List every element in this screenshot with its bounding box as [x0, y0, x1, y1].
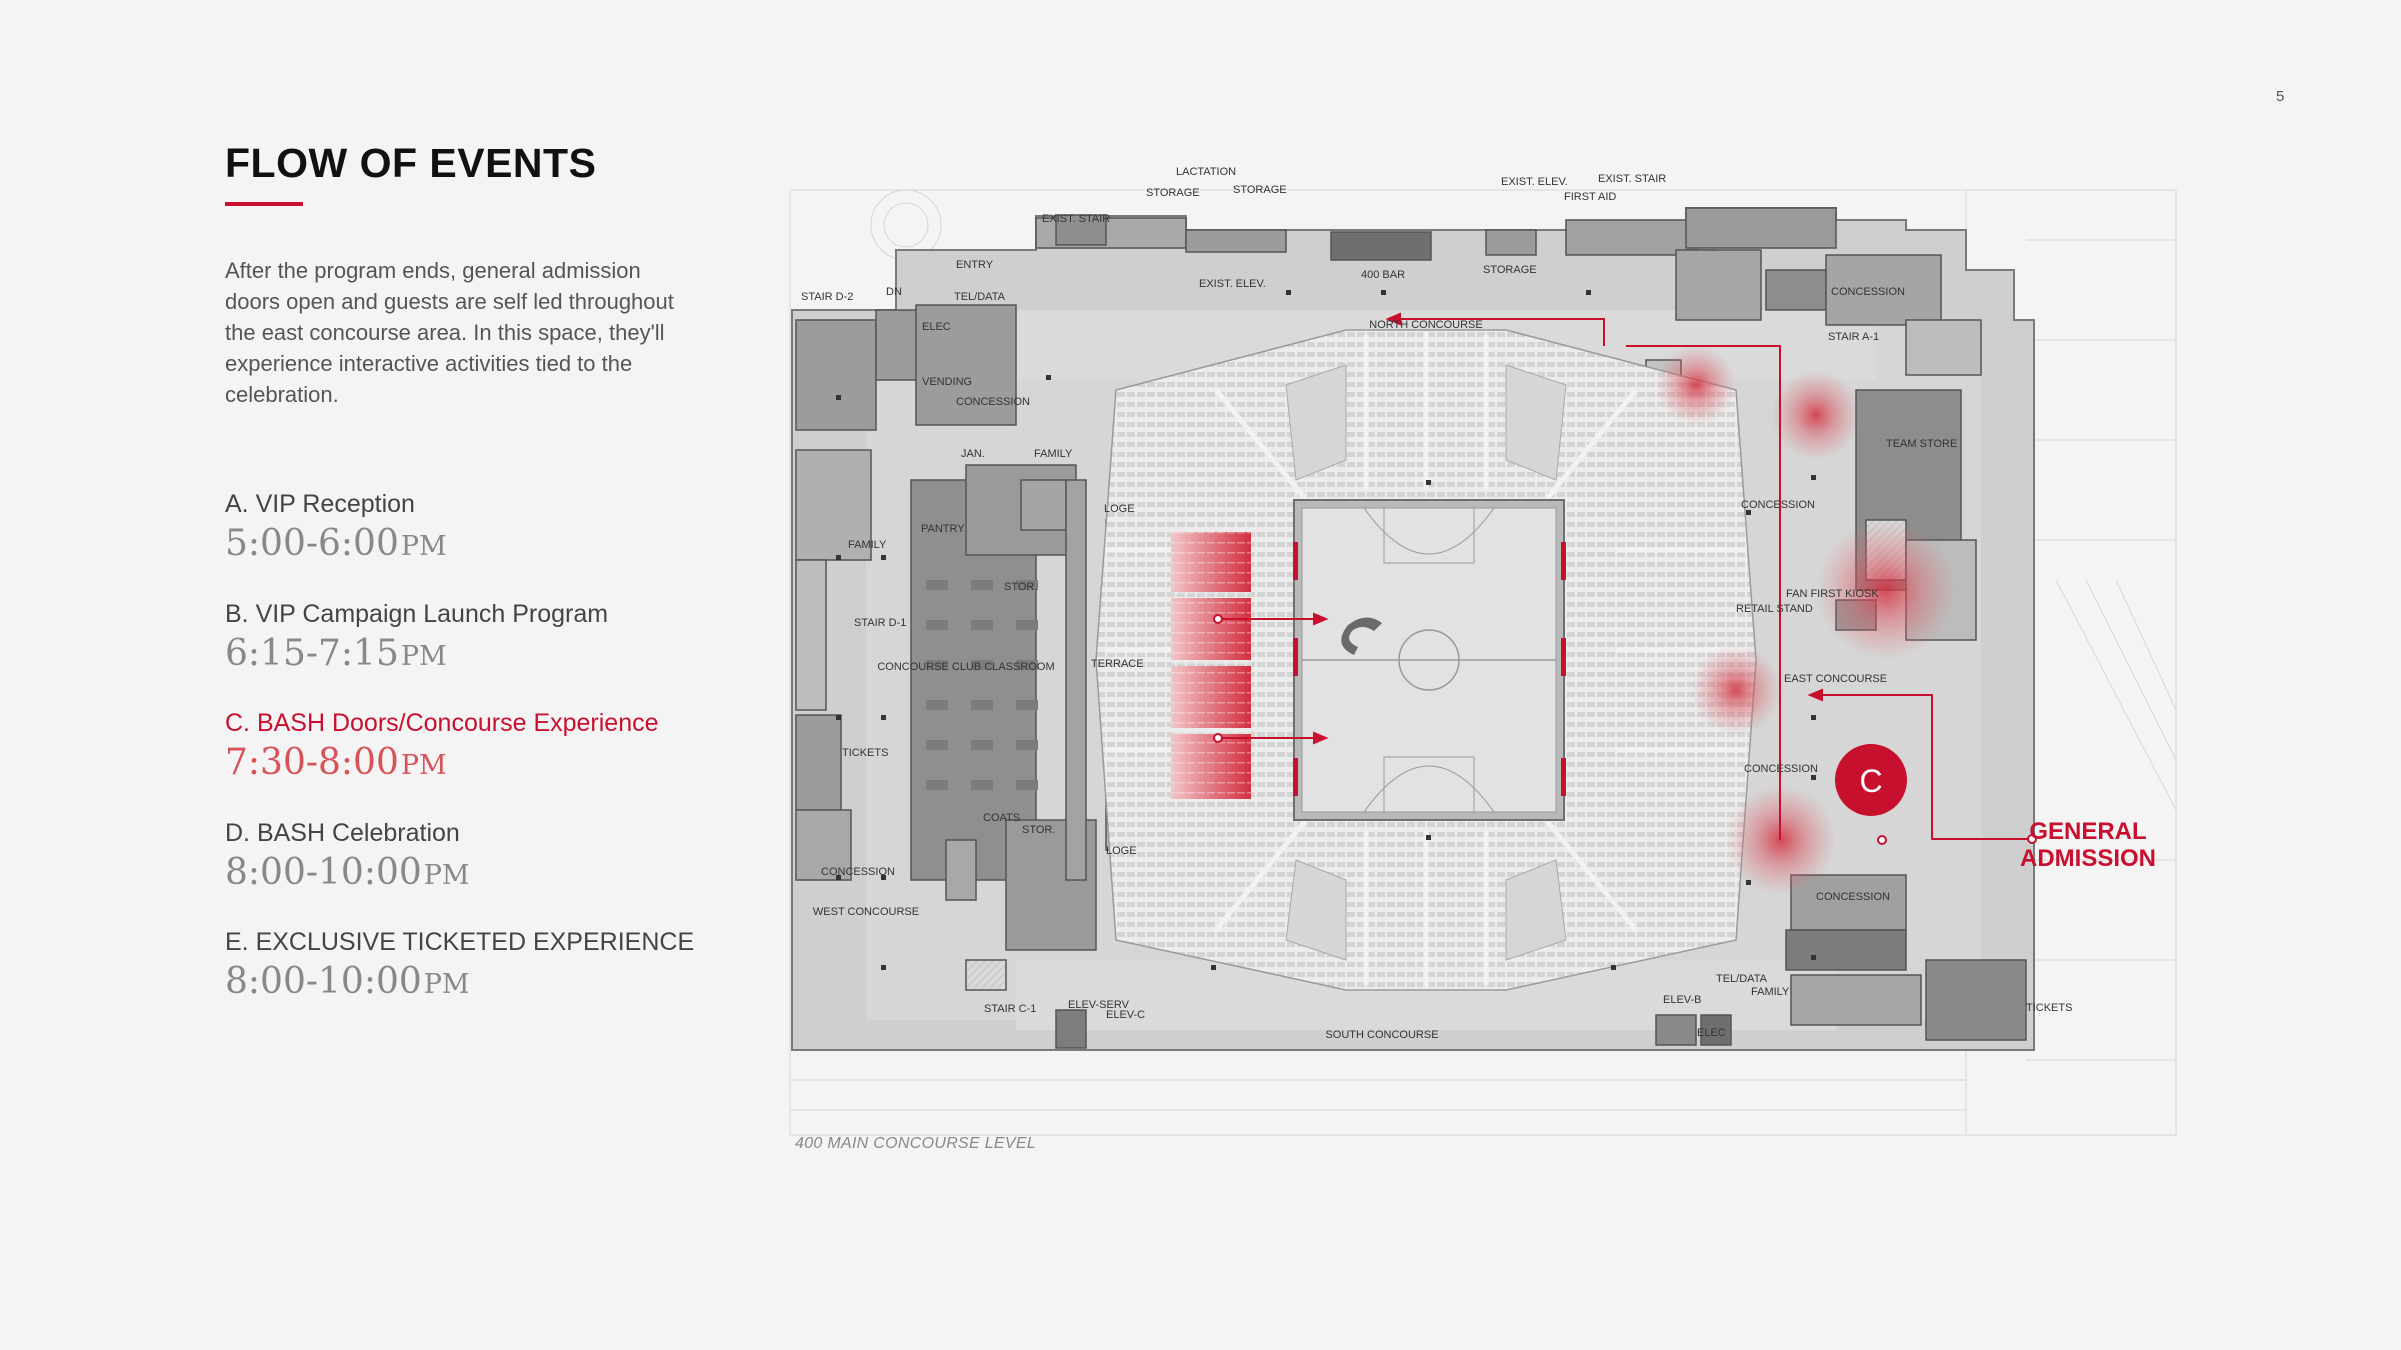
label-concession: CONCESSION: [1831, 286, 1905, 298]
event-time-range: 8:00-10:00: [225, 961, 422, 1002]
label-tickets: TICKETS: [842, 747, 888, 759]
floor-plan-map: C LACTATION STORAGE STORAGE EXIST. STAIR…: [786, 160, 2186, 1140]
label-concession: CONCESSION: [956, 396, 1030, 408]
label-first-aid: FIRST AID: [1564, 191, 1616, 203]
event-item-d: D. BASH Celebration 8:00-10:00PM: [225, 817, 725, 927]
label-north-concourse: NORTH CONCOURSE: [1369, 319, 1482, 331]
label-concession: CONCESSION: [1741, 499, 1815, 511]
label-elec: ELEC: [1697, 1027, 1726, 1039]
floor-plan-svg: C LACTATION STORAGE STORAGE EXIST. STAIR…: [789, 166, 2177, 1136]
marker-c-circle: [1835, 744, 1907, 816]
event-time-ampm: PM: [400, 750, 447, 781]
event-time: 7:30-8:00PM: [225, 739, 725, 790]
event-name: A. VIP Reception: [225, 490, 415, 518]
label-loge: LOGE: [1104, 503, 1135, 515]
event-time: 8:00-10:00PM: [225, 849, 725, 900]
label-stair-c1: STAIR C-1: [984, 1003, 1036, 1015]
label-stair-d2: STAIR D-2: [801, 291, 853, 303]
general-admission-line1: GENERAL: [2029, 818, 2147, 845]
event-name: D. BASH Celebration: [225, 818, 460, 847]
label-family: FAMILY: [1751, 986, 1790, 998]
title-underline: [225, 202, 303, 206]
event-time-range: 5:00-6:00: [225, 523, 399, 564]
event-time-range: 7:30-8:00: [225, 742, 399, 783]
event-item-a: A. VIP Reception 5:00-6:00PM: [225, 488, 725, 598]
label-entry: ENTRY: [956, 259, 994, 271]
label-concourse-club: CONCOURSE CLUB CLASSROOM: [877, 661, 1054, 673]
label-concession: CONCESSION: [1744, 763, 1818, 775]
basketball-court: [1293, 499, 1566, 821]
team-logo-mark: [1341, 617, 1382, 655]
label-retail-stand: RETAIL STAND: [1736, 603, 1813, 615]
label-exist-elev: EXIST. ELEV.: [1501, 176, 1568, 188]
general-admission-line2: ADMISSION: [2020, 845, 2157, 872]
label-storage: STORAGE: [1146, 187, 1200, 199]
intro-paragraph: After the program ends, general admissio…: [225, 258, 674, 407]
event-item-e: E. EXCLUSIVE TICKETED EXPERIENCE 8:00-10…: [225, 926, 725, 1036]
label-exist-stair: EXIST. STAIR: [1042, 213, 1110, 225]
label-family: FAMILY: [848, 539, 887, 551]
event-time-ampm: PM: [400, 640, 447, 672]
event-time: 5:00-6:00PM: [225, 520, 725, 571]
label-stor: STOR.: [1004, 581, 1037, 593]
label-stor: STOR.: [1022, 824, 1055, 836]
label-elev-serv: ELEV-SERV: [1068, 999, 1130, 1011]
label-exist-elev: EXIST. ELEV.: [1199, 278, 1266, 290]
label-loge: LOGE: [1106, 845, 1137, 857]
event-name: B. VIP Campaign Launch Program: [225, 599, 609, 628]
event-time: 8:00-10:00PM: [225, 958, 725, 1009]
label-400-bar: 400 BAR: [1361, 269, 1405, 281]
event-schedule: A. VIP Reception 5:00-6:00PM B. VIP Camp…: [225, 488, 725, 1036]
event-time-ampm: PM: [400, 531, 447, 562]
west-rooms: [795, 304, 1137, 1049]
program-arrows: [1213, 612, 1329, 745]
event-time-range: 6:15-7:15: [225, 632, 399, 674]
label-coats: COATS: [983, 812, 1020, 824]
room-labels: LACTATION STORAGE STORAGE EXIST. STAIR E…: [801, 166, 2072, 1041]
event-time-ampm: PM: [423, 969, 470, 1000]
label-lactation: LACTATION: [1176, 166, 1236, 178]
label-east-concourse: EAST CONCOURSE: [1784, 673, 1887, 685]
event-time-range: 8:00-10:00: [225, 851, 422, 893]
general-admission-label: GENERAL ADMISSION: [2020, 818, 2156, 872]
event-name: E. EXCLUSIVE TICKETED EXPERIENCE: [225, 928, 695, 956]
label-tel-data: TEL/DATA: [1716, 973, 1768, 985]
label-elev-b: ELEV-B: [1663, 994, 1702, 1006]
label-exist-stair: EXIST. STAIR: [1598, 173, 1666, 185]
label-south-concourse: SOUTH CONCOURSE: [1325, 1029, 1438, 1041]
program-seating-highlight: [1171, 532, 1251, 799]
map-caption: 400 MAIN CONCOURSE LEVEL: [795, 1135, 1037, 1152]
label-terrace: TERRACE: [1091, 658, 1144, 670]
label-tickets: TICKETS: [2026, 1002, 2072, 1014]
club-tables: [926, 580, 1038, 790]
label-jan: JAN.: [961, 448, 985, 460]
page-number: 5: [2276, 88, 2285, 105]
event-time: 6:15-7:15PM: [225, 630, 725, 681]
event-item-c: C. BASH Doors/Concourse Experience 7:30-…: [225, 707, 725, 817]
label-elec: ELEC: [922, 321, 951, 333]
event-item-b: B. VIP Campaign Launch Program 6:15-7:15…: [225, 598, 725, 708]
column-markers: [836, 290, 1816, 970]
label-storage: STORAGE: [1483, 264, 1537, 276]
label-west-concourse: WEST CONCOURSE: [813, 906, 919, 918]
label-dn: DN: [886, 286, 902, 298]
label-concession: CONCESSION: [821, 866, 895, 878]
label-stair-a1: STAIR A-1: [1828, 331, 1879, 343]
label-concession: CONCESSION: [1816, 891, 1890, 903]
label-storage: STORAGE: [1233, 184, 1287, 196]
southeast-rooms: [1655, 874, 2027, 1046]
label-family: FAMILY: [1034, 448, 1073, 460]
guest-flow-path: [1385, 312, 2037, 845]
event-name: C. BASH Doors/Concourse Experience: [225, 709, 659, 737]
label-tel-data: TEL/DATA: [954, 291, 1006, 303]
event-time-ampm: PM: [423, 859, 470, 891]
label-pantry: PANTRY: [921, 523, 965, 535]
label-stair-d1: STAIR D-1: [854, 617, 906, 629]
page-title: FLOW OF EVENTS: [225, 140, 597, 186]
label-vending: VENDING: [922, 376, 972, 388]
label-team-store: TEAM STORE: [1886, 438, 1957, 450]
label-elev-c: ELEV-C: [1106, 1009, 1145, 1021]
label-fan-first-kiosk: FAN FIRST KIOSK: [1786, 588, 1879, 600]
marker-c-letter: C: [1859, 763, 1882, 799]
